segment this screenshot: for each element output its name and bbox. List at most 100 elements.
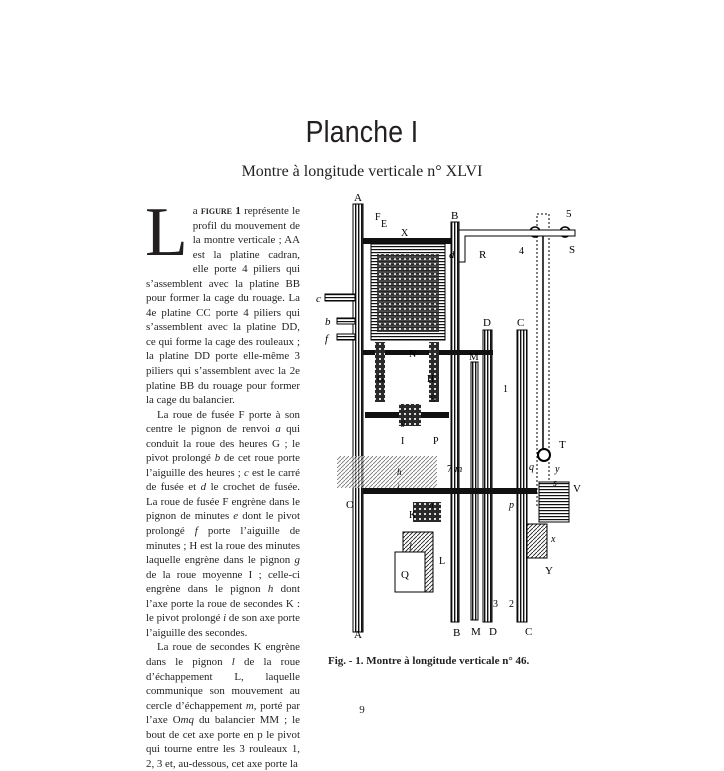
text-run: représente le profil du mouvement de la … xyxy=(146,205,300,407)
label-C-bottom: C xyxy=(525,626,532,638)
watch-movement-engraving: A A B B E F X R d 4 5 S c b f N D D C C … xyxy=(316,192,581,638)
block-q xyxy=(394,551,426,593)
pillar-bar-upper xyxy=(363,350,493,355)
label-s: s xyxy=(553,478,557,489)
drop-cap: L xyxy=(145,194,188,271)
label-V: V xyxy=(573,483,581,495)
label-l: l xyxy=(409,542,412,553)
plate-d xyxy=(482,329,493,623)
stem-c xyxy=(324,293,356,302)
text-run: La roue de secondes K engrène dans le pi… xyxy=(146,641,300,668)
fusee-cone xyxy=(377,254,439,332)
italic-ref: l xyxy=(231,655,235,668)
label-M-bottom: M xyxy=(471,626,481,638)
label-1: 1 xyxy=(503,384,508,395)
label-A-bottom: A xyxy=(354,629,362,638)
label-R: R xyxy=(479,249,487,261)
italic-ref: i xyxy=(223,612,227,625)
label-Q: Q xyxy=(401,569,409,581)
figure-caption: Fig. - 1. Montre à longitude verticale n… xyxy=(328,655,530,667)
roller-t xyxy=(537,448,551,462)
label-E: E xyxy=(381,219,387,230)
figure-reference: figure 1 xyxy=(200,205,241,217)
text-run: dont le pivot prolongé xyxy=(146,510,300,538)
label-n: n xyxy=(429,500,434,510)
stem-b xyxy=(336,317,356,325)
label-5: 5 xyxy=(566,208,572,220)
page-number: 9 xyxy=(359,704,365,716)
wheel-i xyxy=(399,404,421,426)
label-q: q xyxy=(529,462,534,473)
plate-b xyxy=(450,221,460,623)
italic-ref: h xyxy=(267,583,274,596)
text-run: de la roue moyenne I ; celle-ci engrène … xyxy=(146,568,300,596)
label-3: 3 xyxy=(493,599,498,610)
italic-ref: g xyxy=(294,554,300,567)
text-run: de la roue d’échappement L, laquelle com… xyxy=(146,655,300,712)
italic-ref: b xyxy=(214,452,221,465)
text-run: de cet roue porte l’aiguille des heures … xyxy=(146,452,301,479)
label-g: g xyxy=(401,417,406,427)
bracket-r xyxy=(458,229,576,263)
italic-ref: d xyxy=(200,481,207,494)
label-h: h xyxy=(397,467,402,477)
text-run: qui conduit la roue des heures G ; le pi… xyxy=(146,423,300,465)
label-I: I xyxy=(401,436,404,447)
label-T: T xyxy=(559,439,566,451)
page-title: Planche I xyxy=(305,114,419,149)
label-D-bottom: D xyxy=(489,626,497,638)
label-P: P xyxy=(433,436,439,447)
label-X: X xyxy=(401,228,409,239)
escape-lower-y xyxy=(526,523,548,559)
stem-f xyxy=(336,333,356,341)
label-D: D xyxy=(483,317,491,329)
text-run: , porté par l’axe O xyxy=(146,699,300,727)
label-4: 4 xyxy=(519,246,524,257)
label-c: c xyxy=(316,293,321,305)
label-G: G xyxy=(377,374,384,385)
label-H: H xyxy=(427,374,434,385)
text-run: porte l’aiguille de minutes ; H est la r… xyxy=(146,525,301,567)
label-p: p xyxy=(508,500,514,511)
text-run: a xyxy=(192,205,201,217)
label-O: O xyxy=(346,499,354,511)
italic-ref: e xyxy=(233,510,239,523)
label-7: 7 xyxy=(447,464,452,475)
label-m: m xyxy=(455,464,462,475)
label-M: M xyxy=(469,351,479,363)
gear-h xyxy=(429,342,439,402)
label-2: 2 xyxy=(509,599,514,610)
text-run: dont l’axe porte la roue de secondes K :… xyxy=(146,583,300,625)
label-9: 9 xyxy=(431,394,436,405)
label-i: i xyxy=(397,482,400,492)
label-N: N xyxy=(409,349,416,360)
hatched-band xyxy=(337,456,437,488)
label-B-bottom: B xyxy=(453,627,460,638)
label-K: K xyxy=(409,510,417,521)
italic-ref: a xyxy=(275,423,281,436)
label-b: b xyxy=(325,316,331,328)
label-B: B xyxy=(451,210,458,222)
label-x: x xyxy=(550,534,556,545)
label-A: A xyxy=(354,192,362,204)
italic-ref: m xyxy=(245,699,254,712)
italic-ref: c xyxy=(243,466,249,479)
gear-g xyxy=(375,342,385,402)
top-pillar xyxy=(363,238,451,244)
label-f: f xyxy=(325,333,330,345)
label-S: S xyxy=(569,244,575,256)
page-subtitle: Montre à longitude verticale n° XLVI xyxy=(241,163,483,180)
pillar-bar-lower xyxy=(363,488,553,494)
label-L: L xyxy=(439,556,445,567)
label-C: C xyxy=(517,317,524,329)
label-d: d xyxy=(449,249,455,261)
text-run: La roue de fusée F porte à son centre le… xyxy=(146,408,300,436)
plate-a xyxy=(352,203,364,633)
paragraph-2: La roue de fusée F porte à son centre le… xyxy=(146,408,300,641)
label-Y: Y xyxy=(545,565,553,577)
label-F: F xyxy=(375,212,381,223)
text-run: le crochet de fusée. La roue de fusée F … xyxy=(146,481,300,523)
wheel-k xyxy=(413,502,441,522)
